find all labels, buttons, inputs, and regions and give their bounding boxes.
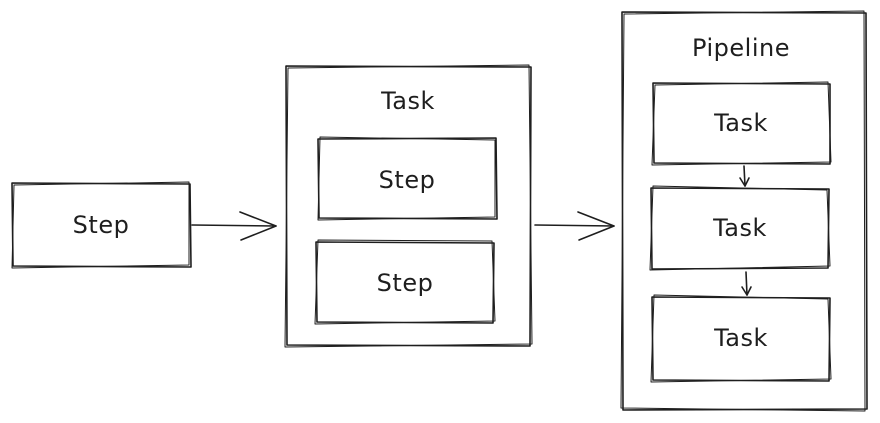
pipeline-task-box-3 [650,294,832,383]
arrow-task-to-pipeline [534,211,615,241]
pipeline-container-title: Pipeline [692,34,790,62]
pipeline-task-label-1: Task [714,109,768,137]
task-step-box-2 [314,239,496,325]
step-box-standalone [11,181,192,269]
task-step-box-1 [317,136,498,221]
step-label-standalone: Step [72,211,130,239]
arrow-step-to-task [191,211,277,241]
pipeline-task-label-2: Task [713,214,767,242]
task-container-box [284,64,533,348]
pipeline-task-box-1 [651,81,832,166]
pipeline-task-box-2 [649,185,831,271]
task-container-title: Task [381,87,435,115]
task-step-label-1: Step [378,166,436,194]
pipeline-container-box [620,10,868,412]
pipeline-task-label-3: Task [714,324,768,352]
task-step-label-2: Step [376,269,434,297]
arrow-pipeline-task1-to-task2 [739,165,750,187]
arrow-pipeline-task2-to-task3 [741,271,752,296]
